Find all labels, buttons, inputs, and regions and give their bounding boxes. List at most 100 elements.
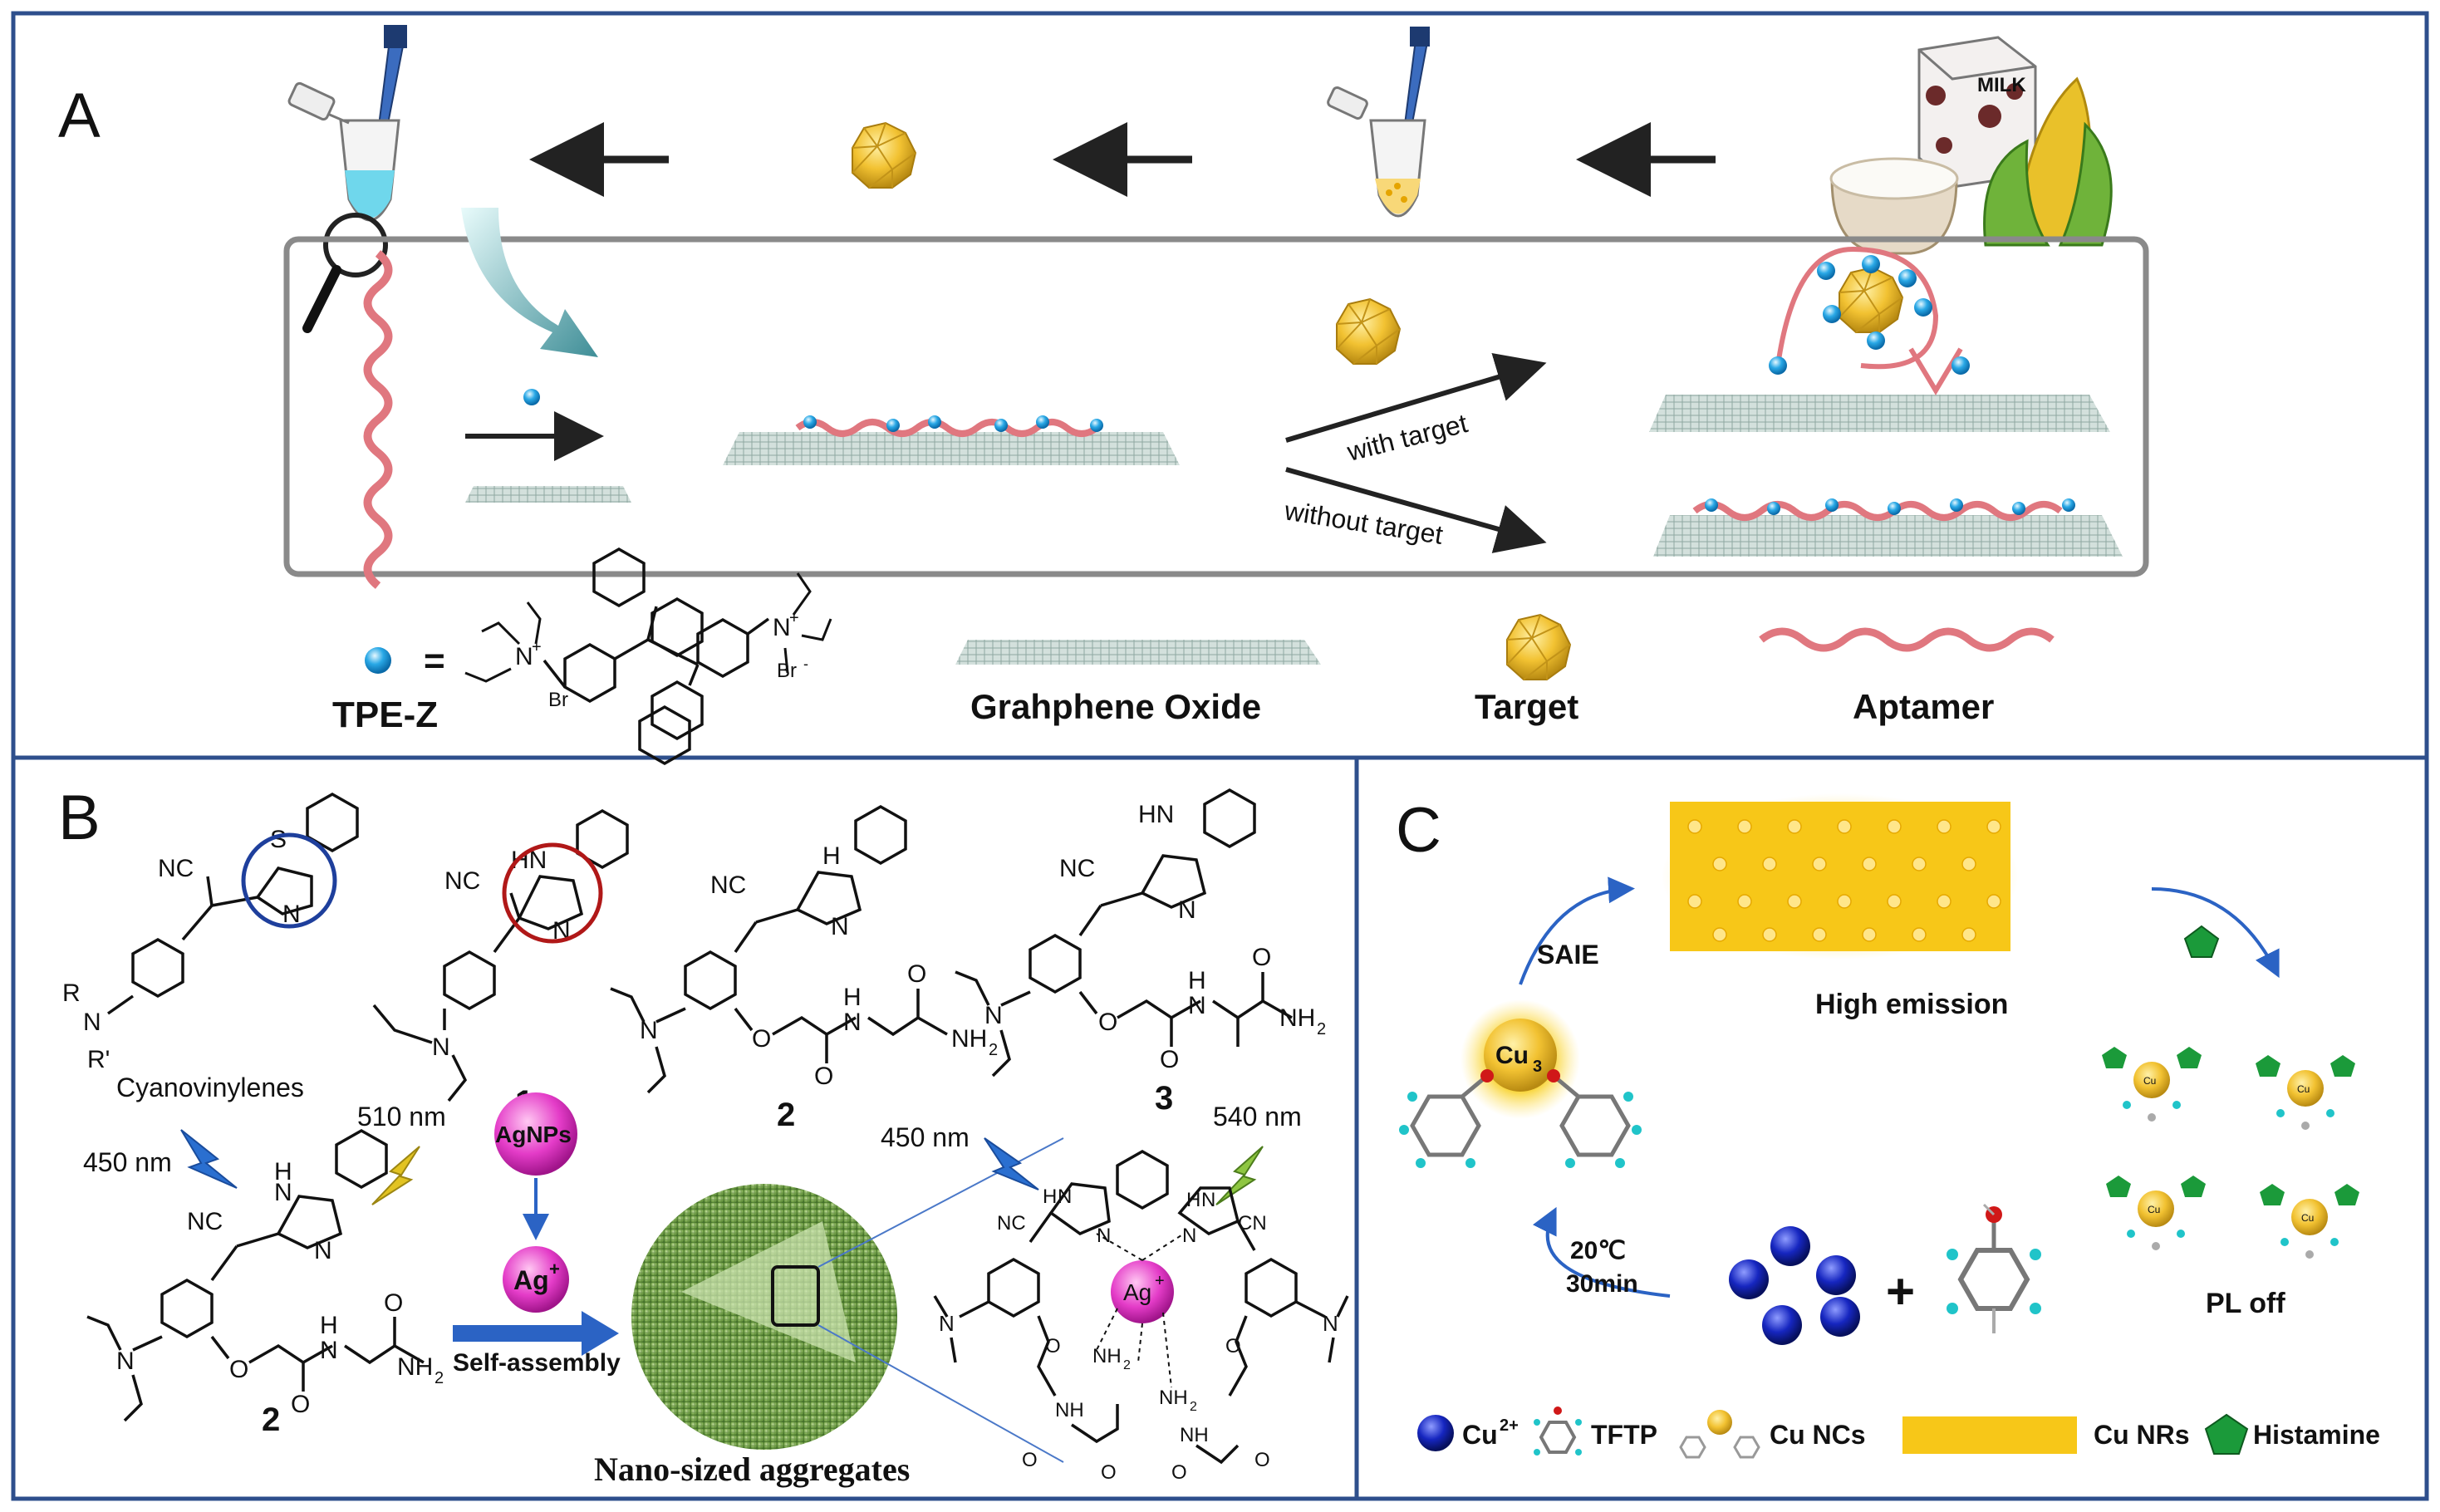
aptamer-legend-icon [1759,627,2055,652]
panel-a-label: A [58,81,101,151]
svg-text:N: N [282,901,301,928]
without-target-arrow [1285,467,1547,553]
cyanovinylenes-label: Cyanovinylenes [116,1073,304,1102]
plus-sign: + [1886,1264,1915,1319]
agnps-sphere [494,1092,577,1176]
histamine-add-arrow [2151,887,2280,979]
svg-text:N: N [320,1337,338,1364]
svg-text:O: O [1045,1335,1061,1357]
svg-text:HN: HN [1138,801,1174,828]
compound-3-number: 3 [1155,1080,1173,1117]
svg-text:Cu: Cu [2297,1083,2310,1095]
cu-ncs-legend-icon [1679,1410,1760,1459]
svg-text:2+: 2+ [1500,1416,1519,1435]
saie-arrow [1519,876,1635,985]
svg-text:H: H [1186,1189,1200,1211]
svg-text:N: N [1323,1311,1338,1336]
svg-text:NH: NH [397,1353,433,1381]
svg-text:NH: NH [1055,1399,1084,1421]
high-emission-label: High emission [1815,989,2008,1020]
svg-text:N: N [83,1009,101,1036]
pl-off-label: PL off [2206,1288,2285,1319]
svg-text:+: + [1155,1272,1165,1290]
panel-c-label: C [1396,795,1441,866]
target-legend-icon [1506,614,1571,680]
excitation-2-label: 450 nm [881,1122,970,1152]
panel-b-label: B [58,783,101,853]
svg-text:2: 2 [1317,1020,1326,1038]
ag-complex-structure: Ag + H N N N H N NC CN N N O O NH NH 2 N… [933,1150,1349,1484]
target-legend-label: Target [1475,687,1578,726]
svg-text:H: H [274,1158,292,1186]
cu-ion-legend-label: Cu [1462,1420,1498,1450]
svg-text:O: O [291,1391,310,1418]
svg-text:H: H [1043,1186,1057,1208]
aptamer-legend-label: Aptamer [1853,687,1994,726]
svg-text:Br: Br [548,689,568,711]
condition-temp: 20℃ [1570,1237,1626,1264]
lightning-icon [984,1137,1039,1190]
histamine-bound-clusters: Cu Cu Cu Cu [2102,1047,2359,1259]
svg-text:NC: NC [1059,855,1095,882]
cu3-cluster [1484,1019,1557,1092]
svg-text:R: R [62,979,81,1007]
food-samples-icon: MILK [1829,36,2113,255]
svg-text:+: + [789,609,799,627]
tftp-legend-label: TFTP [1591,1420,1657,1450]
cu-nrs-legend-label: Cu NRs [2094,1420,2190,1450]
svg-text:N: N [116,1348,135,1375]
svg-text:O: O [1252,944,1271,971]
tpe-equals: = [424,641,445,681]
with-target-result [1649,246,2110,432]
self-assembly-label: Self-assembly [453,1349,621,1377]
svg-text:+: + [549,1259,560,1279]
svg-text:Cu: Cu [2148,1204,2160,1215]
svg-text:O: O [1022,1449,1038,1471]
go-aptamer-complex [723,415,1180,465]
curve-arrow [461,208,598,357]
tpe-name: TPE-Z [332,695,438,735]
self-assembly-arrow [453,1311,619,1356]
go-sheet-small [465,486,631,503]
aggregates-label: Nano-sized aggregates [594,1451,910,1488]
svg-text:2: 2 [989,1041,998,1059]
condition-time: 30min [1566,1270,1638,1298]
saie-label: SAIE [1537,940,1599,970]
compound-2-number: 2 [777,1097,795,1133]
svg-text:-: - [575,685,580,701]
svg-text:NH: NH [1279,1004,1315,1032]
tpe-legend-dot [365,647,391,674]
excitation-1-label: 450 nm [83,1147,172,1177]
svg-text:+: + [532,638,542,656]
cu-nrs-legend-icon [1902,1416,2077,1454]
cu-ions [1729,1226,1860,1345]
svg-text:NC: NC [997,1212,1026,1235]
svg-text:Cu: Cu [2143,1075,2156,1087]
svg-text:N: N [1178,896,1196,924]
tftp-ligand-right [1547,1069,1642,1168]
svg-text:N: N [1188,992,1206,1019]
svg-text:O: O [907,960,926,988]
aptamer-helix [363,250,393,589]
svg-text:-: - [803,655,808,672]
milk-carton-label: MILK [1977,74,2026,96]
ag-ion-label: Ag [513,1265,549,1295]
histamine-icon [2183,925,2220,958]
compound-3-structure: NC HN N N O O H N O NH 2 [955,788,1326,1078]
svg-text:NH: NH [1180,1424,1209,1446]
svg-text:NH: NH [1159,1387,1188,1409]
svg-text:O: O [1098,1009,1117,1036]
svg-text:3: 3 [1533,1058,1542,1076]
compound-2-bottom-number: 2 [262,1402,280,1438]
svg-text:N: N [515,643,533,670]
histamine-legend-icon [2204,1413,2249,1455]
zoom-box [771,1265,820,1327]
pipette-tube-icon [1327,27,1431,218]
svg-text:N: N [640,1017,658,1044]
svg-text:Cu: Cu [2301,1212,2314,1224]
agnps-label: AgNPs [495,1122,572,1147]
svg-text:S: S [270,826,287,853]
svg-text:N: N [314,1237,332,1264]
reaction-arrow [1532,1206,1671,1298]
svg-text:O: O [1160,1046,1179,1073]
